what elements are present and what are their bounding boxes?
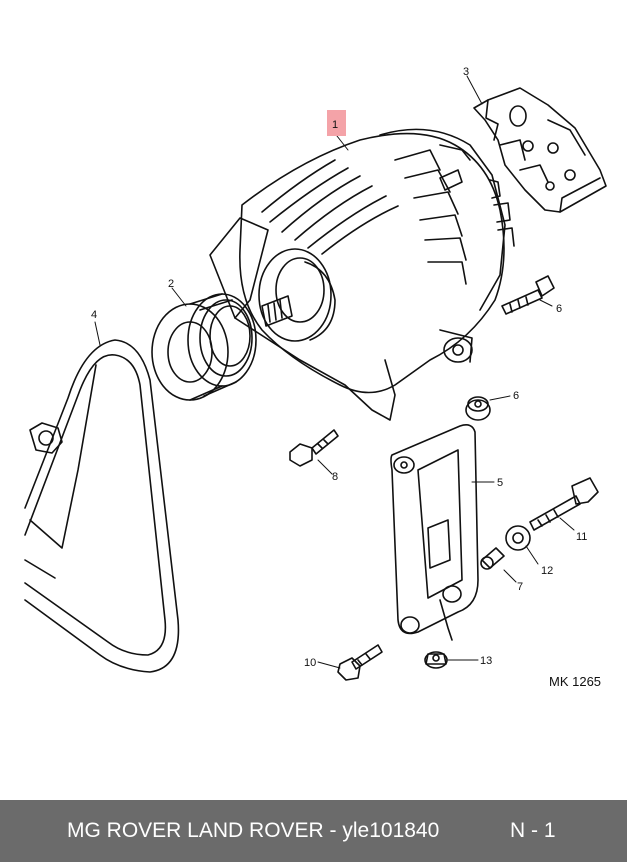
callout-13[interactable]: 13: [480, 655, 492, 667]
leader-lines: [94, 75, 575, 669]
diagram-reference-code: MK 1265: [549, 674, 601, 689]
callout-labels: 1 2 3 4 5 6 6 7 8 10 11 12 13: [91, 66, 587, 669]
callout-4[interactable]: 4: [91, 309, 97, 321]
footer-position-code: N - 1: [510, 819, 556, 842]
washer-part-12[interactable]: [505, 525, 531, 551]
callout-11[interactable]: 11: [576, 531, 587, 543]
alternator-part[interactable]: [209, 128, 515, 421]
callout-7[interactable]: 7: [517, 581, 523, 593]
callout-2[interactable]: 2: [168, 278, 174, 290]
hex-nut-left[interactable]: [29, 422, 63, 454]
bolt-part-8[interactable]: [289, 429, 339, 467]
flange-nut-part-13[interactable]: [424, 651, 448, 669]
adjusting-link-part[interactable]: [390, 424, 479, 641]
callout-1-highlight: [327, 110, 346, 136]
mounting-bracket-part[interactable]: [473, 87, 607, 213]
callout-12[interactable]: 12: [541, 565, 553, 577]
footer-bar: MG ROVER LAND ROVER - yle101840 N - 1: [0, 800, 627, 862]
footer-title: MG ROVER LAND ROVER - yle101840: [67, 819, 440, 842]
callout-6-upper[interactable]: 6: [556, 303, 562, 315]
callout-3[interactable]: 3: [463, 66, 469, 78]
callout-8[interactable]: 8: [332, 471, 338, 483]
exploded-parts-diagram: 1 2 3 4 5 6 6 7 8 10 11 12 13 MK 1265: [24, 66, 607, 689]
callout-10[interactable]: 10: [304, 657, 316, 669]
pulley-part[interactable]: [151, 293, 257, 401]
bolt-part-6-upper[interactable]: [501, 275, 555, 315]
drive-belt-part[interactable]: [24, 339, 180, 673]
flange-nut-part-6[interactable]: [465, 396, 491, 421]
callout-5[interactable]: 5: [497, 477, 503, 489]
spacer-part-7[interactable]: [480, 547, 505, 570]
callout-6-lower[interactable]: 6: [513, 390, 519, 402]
bolt-part-11[interactable]: [529, 477, 599, 531]
callout-1[interactable]: 1: [332, 119, 338, 131]
bolt-part-10[interactable]: [337, 644, 383, 681]
